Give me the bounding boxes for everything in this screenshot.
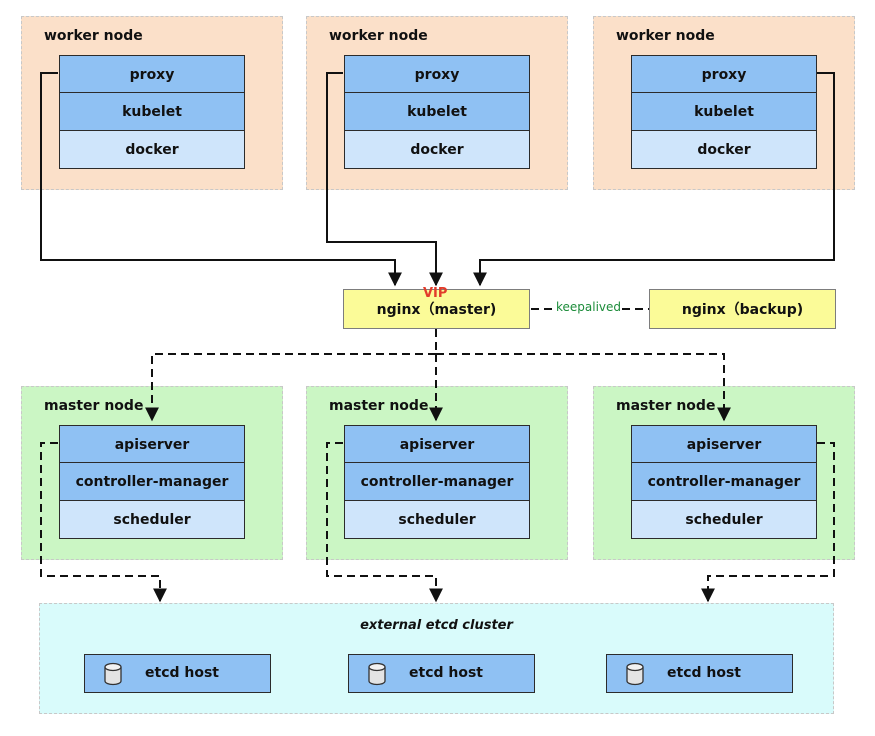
scheduler-component: scheduler — [631, 501, 817, 539]
master-node-3: master node apiserver controller-manager… — [593, 386, 855, 560]
proxy-component: proxy — [344, 55, 530, 93]
master-node-1: master node apiserver controller-manager… — [21, 386, 283, 560]
etcd-host-label: etcd host — [667, 665, 741, 681]
worker-node-3: worker node proxy kubelet docker — [593, 16, 855, 190]
apiserver-component: apiserver — [344, 425, 530, 463]
docker-component: docker — [631, 131, 817, 169]
etcd-host-label: etcd host — [145, 665, 219, 681]
controller-manager-component: controller-manager — [59, 463, 245, 501]
worker-node-1: worker node proxy kubelet docker — [21, 16, 283, 190]
etcd-host-1: etcd host — [84, 654, 271, 693]
controller-manager-component: controller-manager — [344, 463, 530, 501]
worker-node-title: worker node — [616, 28, 715, 44]
keepalived-label: keepalived — [555, 299, 623, 315]
apiserver-component: apiserver — [59, 425, 245, 463]
etcd-host-3: etcd host — [606, 654, 793, 693]
docker-component: docker — [59, 131, 245, 169]
apiserver-component: apiserver — [631, 425, 817, 463]
kubelet-component: kubelet — [59, 93, 245, 131]
nginx-backup-box: nginx（backup) — [649, 289, 836, 329]
master-node-title: master node — [616, 398, 716, 414]
master-node-title: master node — [44, 398, 144, 414]
nginx-master-box: nginx（master) — [343, 289, 530, 329]
etcd-cluster-title: external etcd cluster — [360, 618, 513, 633]
etcd-host-label: etcd host — [409, 665, 483, 681]
database-cylinder-icon — [104, 662, 122, 686]
worker-node-2: worker node proxy kubelet docker — [306, 16, 568, 190]
kubelet-component: kubelet — [631, 93, 817, 131]
kubelet-component: kubelet — [344, 93, 530, 131]
docker-component: docker — [344, 131, 530, 169]
database-cylinder-icon — [368, 662, 386, 686]
controller-manager-component: controller-manager — [631, 463, 817, 501]
proxy-component: proxy — [59, 55, 245, 93]
database-cylinder-icon — [626, 662, 644, 686]
scheduler-component: scheduler — [59, 501, 245, 539]
etcd-host-2: etcd host — [348, 654, 535, 693]
proxy-component: proxy — [631, 55, 817, 93]
worker-node-title: worker node — [44, 28, 143, 44]
worker-node-title: worker node — [329, 28, 428, 44]
master-node-2: master node apiserver controller-manager… — [306, 386, 568, 560]
master-node-title: master node — [329, 398, 429, 414]
vip-label: VIP — [423, 286, 448, 301]
scheduler-component: scheduler — [344, 501, 530, 539]
